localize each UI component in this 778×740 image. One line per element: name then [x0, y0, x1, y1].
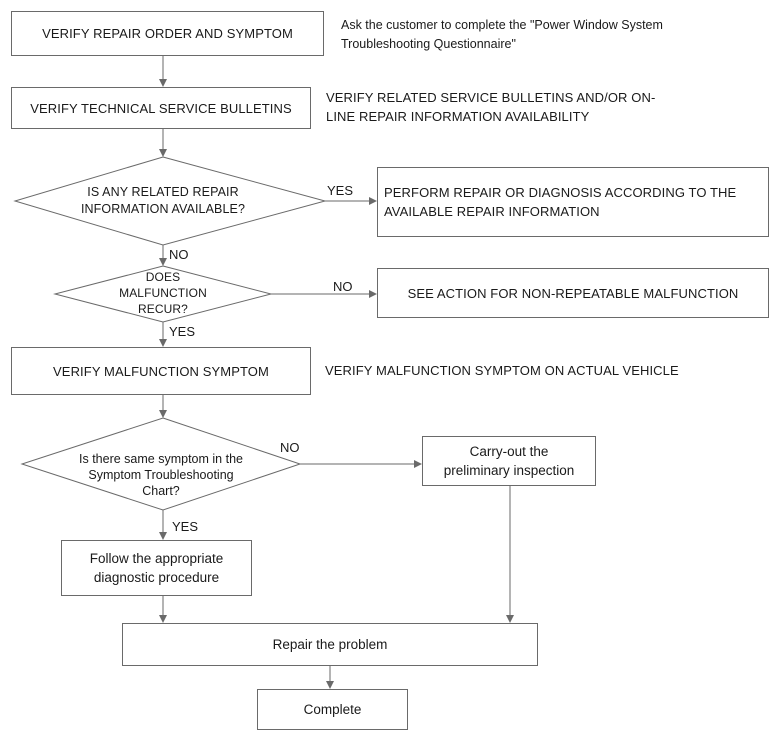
- step-verify-malfunction-text: VERIFY MALFUNCTION SYMPTOM: [53, 363, 269, 379]
- step-verify-malfunction: VERIFY MALFUNCTION SYMPTOM: [11, 347, 311, 395]
- step-repair-problem: Repair the problem: [122, 623, 538, 666]
- note-bulletins: VERIFY RELATED SERVICE BULLETINS AND/OR …: [326, 90, 656, 124]
- step-perform-repair: PERFORM REPAIR OR DIAGNOSIS ACCORDING TO…: [377, 167, 769, 237]
- step-repair-problem-text: Repair the problem: [272, 637, 388, 652]
- note-questionnaire: Ask the customer to complete the "Power …: [341, 18, 663, 51]
- label-yes-related: YES: [327, 183, 354, 198]
- step-see-action: SEE ACTION FOR NON-REPEATABLE MALFUNCTIO…: [377, 268, 769, 318]
- step-follow-procedure-text: Follow the appropriate diagnostic proced…: [89, 551, 224, 585]
- step-carry-out-inspection: Carry-out the preliminary inspection: [422, 436, 596, 486]
- step-see-action-text: SEE ACTION FOR NON-REPEATABLE MALFUNCTIO…: [407, 285, 739, 301]
- step-complete: Complete: [257, 689, 408, 730]
- step-verify-repair-order: VERIFY REPAIR ORDER AND SYMPTOM: [11, 11, 324, 56]
- label-yes-symptom: YES: [172, 519, 199, 534]
- step-perform-repair-text: PERFORM REPAIR OR DIAGNOSIS ACCORDING TO…: [384, 185, 737, 219]
- step-verify-repair-order-text: VERIFY REPAIR ORDER AND SYMPTOM: [42, 26, 293, 41]
- decision-same-symptom-text: Is there same symptom in the Symptom Tro…: [79, 452, 243, 498]
- label-no-symptom: NO: [280, 440, 300, 455]
- label-no-recur: NO: [333, 279, 353, 294]
- step-verify-tsb-text: VERIFY TECHNICAL SERVICE BULLETINS: [30, 100, 292, 116]
- step-verify-tsb: VERIFY TECHNICAL SERVICE BULLETINS: [11, 87, 311, 129]
- step-carry-out-inspection-text: Carry-out the preliminary inspection: [443, 444, 575, 478]
- label-yes-recur: YES: [169, 324, 196, 339]
- decision-recur-text: DOES MALFUNCTION RECUR?: [119, 270, 207, 316]
- label-no-related: NO: [169, 247, 189, 262]
- note-actual-vehicle: VERIFY MALFUNCTION SYMPTOM ON ACTUAL VEH…: [325, 363, 679, 378]
- step-complete-text: Complete: [303, 702, 362, 717]
- decision-related-info-text: IS ANY RELATED REPAIR INFORMATION AVAILA…: [80, 185, 246, 216]
- step-follow-procedure: Follow the appropriate diagnostic proced…: [61, 540, 252, 596]
